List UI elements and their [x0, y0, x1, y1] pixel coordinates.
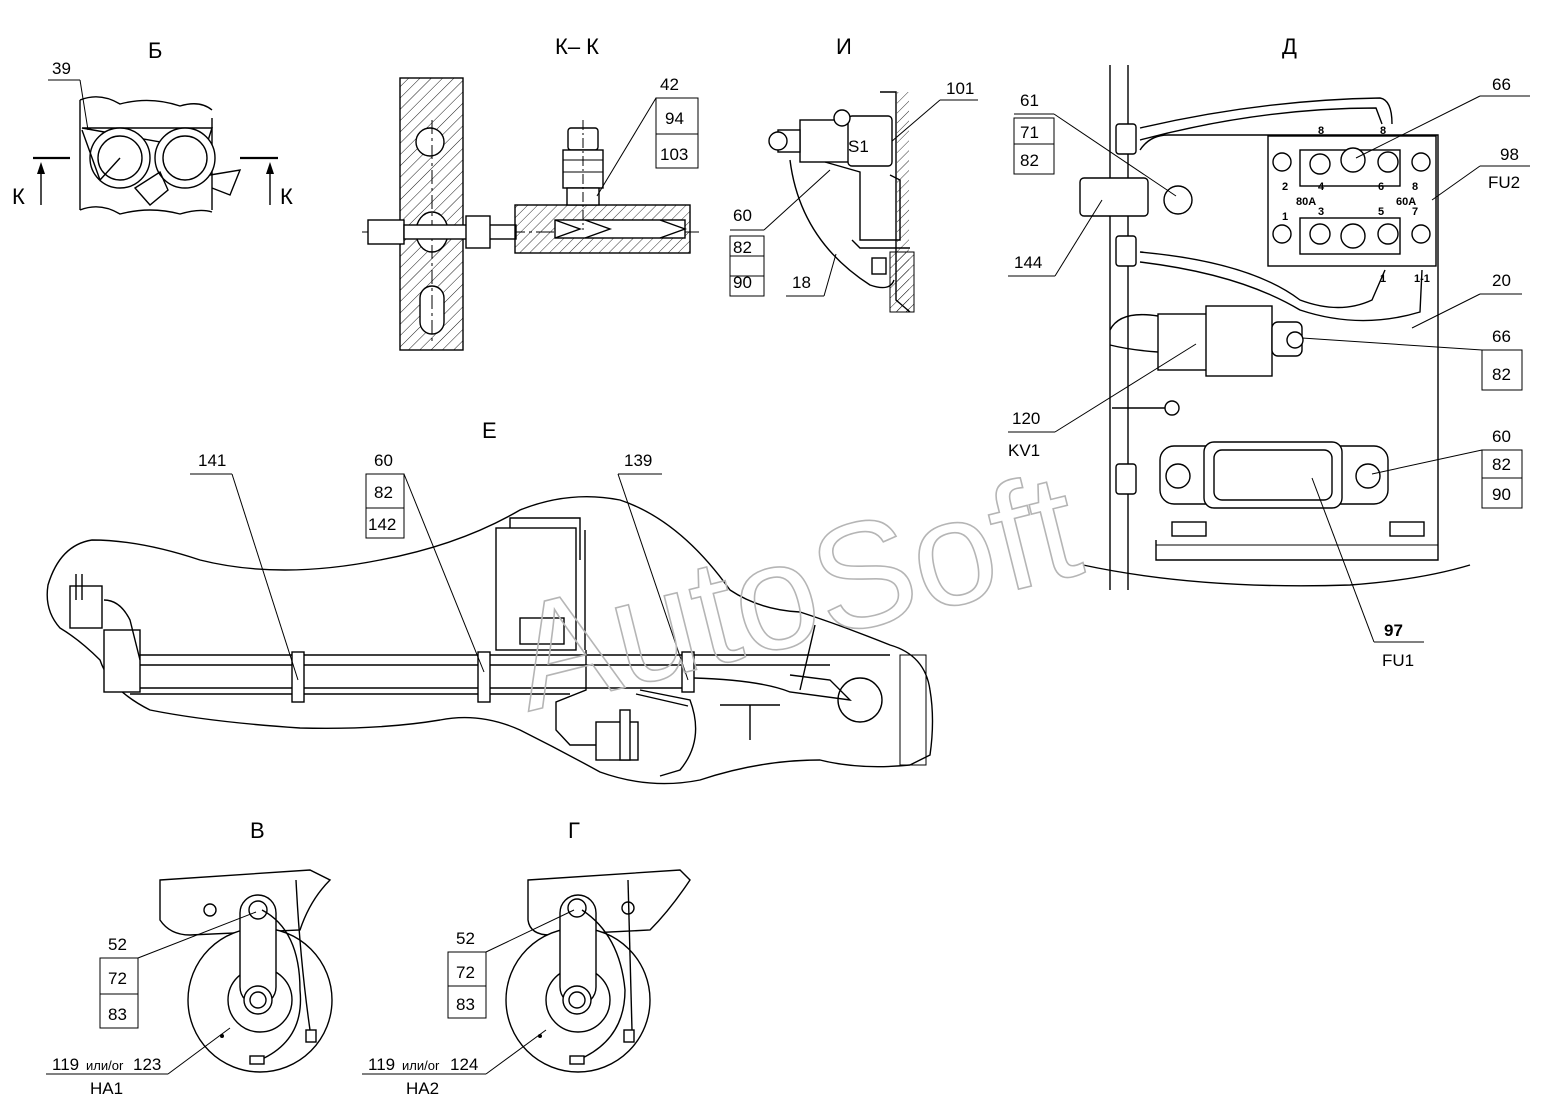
- callout-141: 141: [198, 451, 226, 470]
- view-v: В 52 72 83 119 или/or 123 HA1: [46, 818, 333, 1098]
- terminal-4: 4: [1318, 181, 1325, 193]
- callout-90-d: 90: [1492, 485, 1511, 504]
- part-119-g: 119: [368, 1055, 395, 1074]
- callout-82-right: 82: [1492, 365, 1511, 384]
- view-v-title: В: [250, 818, 265, 843]
- designation-fu1: FU1: [1382, 651, 1414, 670]
- view-kk-title: К– К: [555, 34, 599, 59]
- view-kk: К– К 42 94 103: [362, 34, 700, 351]
- callout-72-g: 72: [456, 963, 475, 982]
- terminal-7: 7: [1412, 206, 1418, 218]
- part-124: 124: [450, 1055, 478, 1074]
- callout-120: 120: [1012, 409, 1040, 428]
- terminal-8: 8: [1412, 181, 1418, 193]
- wire-tag-8-right: 8: [1380, 125, 1386, 137]
- view-b: Б 39 К К: [12, 38, 293, 215]
- callout-94: 94: [665, 109, 684, 128]
- terminal-1: 1: [1282, 211, 1288, 223]
- switch-label-s1: S1: [848, 137, 869, 156]
- callout-101: 101: [946, 79, 974, 98]
- designation-ha1: HA1: [90, 1079, 123, 1098]
- fuse-rating-80a: 80A: [1296, 196, 1316, 208]
- terminal-3: 3: [1318, 206, 1324, 218]
- section-mark-k-left: К: [12, 184, 25, 209]
- view-d: Д 2 1 4 3 6 5 8 7 80A 60A 8 8 1 1-: [1008, 34, 1530, 670]
- callout-83-g: 83: [456, 995, 475, 1014]
- part-123: 123: [133, 1055, 161, 1074]
- view-i: И 101 S1 60 82 90 18: [729, 34, 978, 313]
- callout-72-v: 72: [108, 969, 127, 988]
- callout-82: 82: [733, 238, 752, 257]
- designation-ha2: HA2: [406, 1079, 439, 1098]
- callout-20: 20: [1492, 271, 1511, 290]
- terminal-6: 6: [1378, 181, 1384, 193]
- wire-tag-1: 1: [1380, 273, 1386, 285]
- view-g-title: Г: [568, 818, 580, 843]
- view-i-title: И: [836, 34, 852, 59]
- callout-98: 98: [1500, 145, 1519, 164]
- view-b-title: Б: [148, 38, 162, 63]
- callout-39: 39: [52, 59, 71, 78]
- view-e-title: Е: [482, 418, 497, 443]
- designation-fu2: FU2: [1488, 173, 1520, 192]
- wire-tag-8-left: 8: [1318, 125, 1324, 137]
- fuse-rating-60a: 60A: [1396, 196, 1416, 208]
- designation-kv1: KV1: [1008, 441, 1040, 460]
- section-mark-k-right: К: [280, 184, 293, 209]
- callout-83-v: 83: [108, 1005, 127, 1024]
- wire-tag-1-1: 1-1: [1414, 273, 1430, 285]
- callout-71: 71: [1020, 123, 1039, 142]
- part-119-v: 119: [52, 1055, 79, 1074]
- watermark-text: AutoSoft: [495, 440, 1094, 742]
- callout-60: 60: [733, 206, 752, 225]
- callout-82-d2: 82: [1492, 455, 1511, 474]
- callout-18: 18: [792, 273, 811, 292]
- callout-61: 61: [1020, 91, 1039, 110]
- callout-60-d: 60: [1492, 427, 1511, 446]
- view-e: Е 141 60 82 142 139: [46, 418, 934, 785]
- callout-66-top: 66: [1492, 75, 1511, 94]
- callout-52-v: 52: [108, 935, 127, 954]
- view-g: Г 52 72 83 119 или/or 124 HA2: [362, 818, 691, 1098]
- terminal-5: 5: [1378, 206, 1384, 218]
- or-text-v: или/or: [86, 1058, 124, 1073]
- callout-142: 142: [368, 515, 396, 534]
- callout-82-e: 82: [374, 483, 393, 502]
- callout-144: 144: [1014, 253, 1042, 272]
- callout-60-e: 60: [374, 451, 393, 470]
- or-text-g: или/or: [402, 1058, 440, 1073]
- callout-139: 139: [624, 451, 652, 470]
- callout-82-d: 82: [1020, 151, 1039, 170]
- view-d-title: Д: [1282, 34, 1297, 59]
- terminal-2: 2: [1282, 181, 1288, 193]
- callout-52-g: 52: [456, 929, 475, 948]
- callout-42: 42: [660, 75, 679, 94]
- callout-103: 103: [660, 145, 688, 164]
- callout-90: 90: [733, 273, 752, 292]
- callout-66-right: 66: [1492, 327, 1511, 346]
- callout-97: 97: [1384, 621, 1403, 640]
